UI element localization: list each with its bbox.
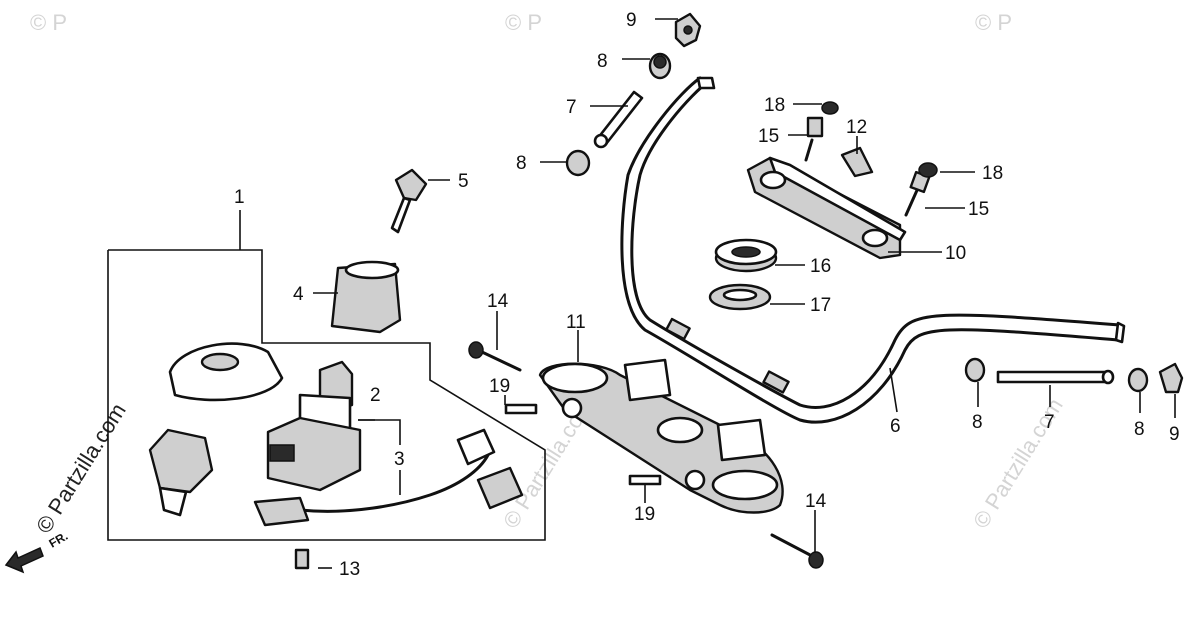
callout-18-top: 18 xyxy=(764,95,785,116)
callout-16: 16 xyxy=(810,256,831,277)
callout-4: 4 xyxy=(293,284,304,305)
callout-19-left: 19 xyxy=(489,376,510,397)
callout-15-top: 15 xyxy=(758,126,779,147)
assembly-bracket-1 xyxy=(107,210,546,541)
front-direction-marker: FR. xyxy=(4,529,70,574)
callout-8-right-b: 8 xyxy=(1134,419,1145,440)
callout-13: 13 xyxy=(339,559,360,580)
cover-4-part xyxy=(330,260,402,334)
callout-12: 12 xyxy=(846,117,867,138)
watermark-partzilla-left: © Partzilla.com xyxy=(31,399,131,538)
callout-14-bottom: 14 xyxy=(805,491,827,512)
callout-17: 17 xyxy=(810,295,831,316)
callout-3: 3 xyxy=(394,449,405,470)
nut-8-top xyxy=(648,52,672,80)
callout-8-right-a: 8 xyxy=(972,412,983,433)
rod-7-right xyxy=(996,370,1110,384)
nut-8-right-a xyxy=(964,357,986,383)
watermark-corner-2: © P xyxy=(505,10,542,35)
key-part xyxy=(390,168,428,234)
watermark-corner-1: © P xyxy=(30,10,67,35)
callout-14-left: 14 xyxy=(487,291,509,312)
label-12-part xyxy=(840,146,874,178)
nut-8-lower xyxy=(565,149,591,177)
callout-9-right: 9 xyxy=(1169,424,1180,445)
rod-7-top xyxy=(593,90,644,149)
nut-8-right-b xyxy=(1127,367,1149,393)
nut-16-part xyxy=(714,238,778,273)
ignition-cap xyxy=(168,342,284,402)
washer-17-part xyxy=(708,283,772,311)
callout-9-top: 9 xyxy=(626,10,637,31)
handlebar-part xyxy=(620,76,1126,424)
ignition-lock-left xyxy=(148,428,214,517)
watermark-corner-3: © P xyxy=(975,10,1012,35)
callout-7-top: 7 xyxy=(566,97,577,118)
callout-19-bottom: 19 xyxy=(634,504,655,525)
callout-labels: 9 8 7 8 5 1 4 2 3 13 14 19 11 19 14 18 1… xyxy=(234,10,1180,580)
top-bridge-part xyxy=(538,358,784,514)
callout-8-left: 8 xyxy=(516,153,527,174)
callout-7-right: 7 xyxy=(1044,412,1055,433)
handlebar-upper-holder-part xyxy=(746,156,907,260)
leader-lines xyxy=(313,18,1176,569)
callout-8-top: 8 xyxy=(597,51,608,72)
callout-6: 6 xyxy=(890,416,901,437)
ignition-switch-body xyxy=(266,360,362,492)
right-hardware-set xyxy=(964,357,1184,394)
bolts-14 xyxy=(468,341,824,569)
callout-15-right: 15 xyxy=(968,199,989,220)
cap-9-right xyxy=(1158,362,1184,394)
callout-2: 2 xyxy=(370,385,381,406)
caps-18 xyxy=(821,101,938,178)
front-arrow-icon xyxy=(4,546,44,574)
callout-10: 10 xyxy=(945,243,966,264)
cap-9-top xyxy=(674,12,702,48)
callout-18-right: 18 xyxy=(982,163,1003,184)
callout-11: 11 xyxy=(566,312,586,333)
ignition-wiring-harness xyxy=(253,428,524,527)
screw-13-part xyxy=(294,548,310,570)
callout-1: 1 xyxy=(234,187,245,208)
callout-5: 5 xyxy=(458,171,469,192)
